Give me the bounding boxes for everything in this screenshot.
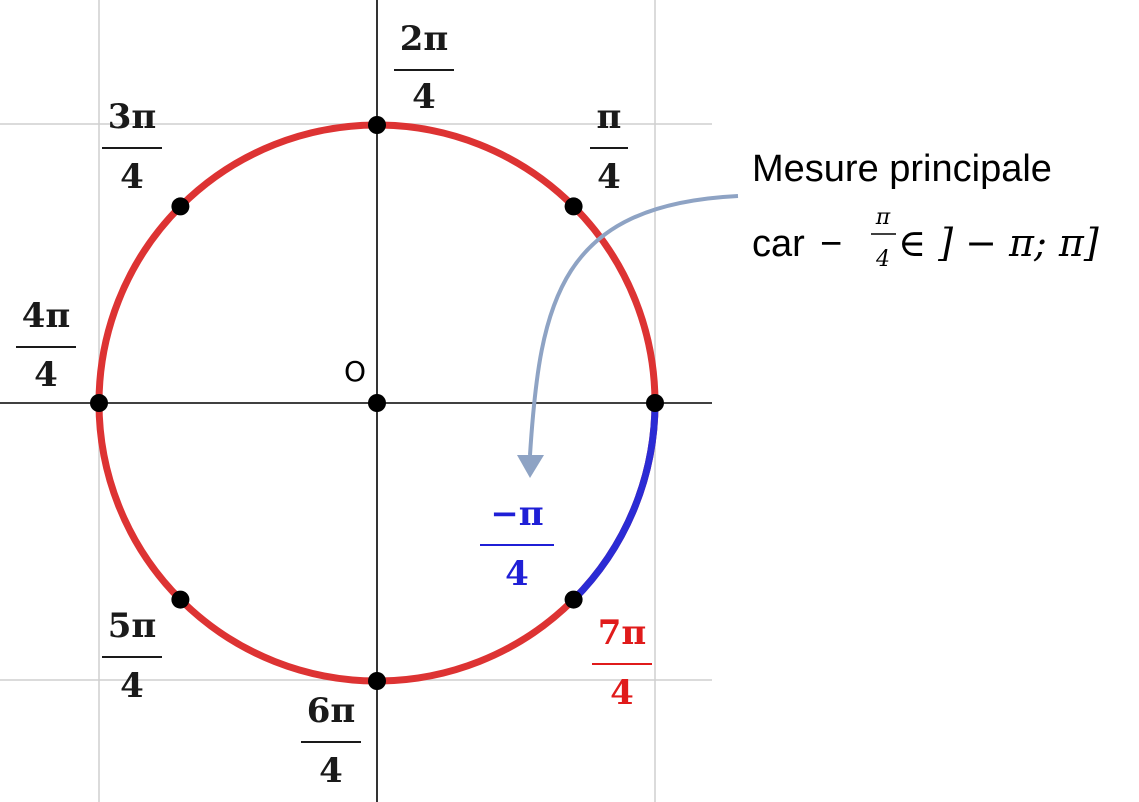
point-angle-pi-4 <box>564 197 583 216</box>
label-4pi-4-numerator: 4π <box>22 296 71 336</box>
point-angle-7pi-4 <box>564 590 583 609</box>
label-5pi-4-denominator: 4 <box>120 666 144 706</box>
label-6pi-4-numerator: 6π <box>307 691 356 731</box>
annotation-line2-suffix: ∈ ] − π; π] <box>898 221 1099 265</box>
label-5pi-4: 5π 4 <box>102 606 162 706</box>
label-6pi-4: 6π 4 <box>301 691 361 791</box>
label-3pi-4: 3π 4 <box>102 97 162 197</box>
label-4pi-4-denominator: 4 <box>34 355 58 395</box>
annotation-arrowhead-icon <box>517 455 544 478</box>
label-minus-pi-4-numerator: −π <box>490 494 543 534</box>
label-7pi-4-denominator: 4 <box>610 673 634 713</box>
annotation-line2-prefix: car <box>752 223 805 265</box>
label-minus-pi-4-denominator: 4 <box>505 554 529 594</box>
point-angle-4pi-4 <box>90 394 108 412</box>
label-3pi-4-numerator: 3π <box>108 97 157 137</box>
annotation-line2-frac-num: π <box>875 205 891 230</box>
point-angle-3pi-4 <box>171 197 190 216</box>
point-angle-5pi-4 <box>171 590 190 609</box>
label-pi-4-denominator: 4 <box>597 157 621 197</box>
label-pi-4: π 4 <box>590 97 628 197</box>
label-2pi-4: 2π 4 <box>394 19 454 117</box>
origin-point <box>368 394 386 412</box>
label-6pi-4-denominator: 4 <box>319 751 343 791</box>
label-7pi-4-numerator: 7π <box>598 613 647 653</box>
point-angle-6pi-4 <box>368 672 386 690</box>
annotation-arrow <box>528 194 739 456</box>
origin-label: O <box>344 355 366 388</box>
label-pi-4-numerator: π <box>597 97 622 137</box>
label-5pi-4-numerator: 5π <box>108 606 157 646</box>
annotation-line1: Mesure principale <box>752 148 1052 190</box>
point-angle-0 <box>646 394 664 412</box>
annotation-line2-minus: − <box>820 223 842 265</box>
annotation-line2: car − π 4 ∈ ] − π; π] <box>752 205 1099 272</box>
highlight-arc-minus-pi-4 <box>571 402 659 603</box>
annotation-line2-frac-den: 4 <box>875 247 890 272</box>
point-angle-2pi-4 <box>368 116 386 134</box>
label-3pi-4-denominator: 4 <box>120 157 144 197</box>
label-minus-pi-4: −π 4 <box>480 494 554 594</box>
label-2pi-4-denominator: 4 <box>412 77 436 117</box>
label-7pi-4: 7π 4 <box>592 613 652 713</box>
label-2pi-4-numerator: 2π <box>400 19 449 59</box>
label-4pi-4: 4π 4 <box>16 296 76 395</box>
